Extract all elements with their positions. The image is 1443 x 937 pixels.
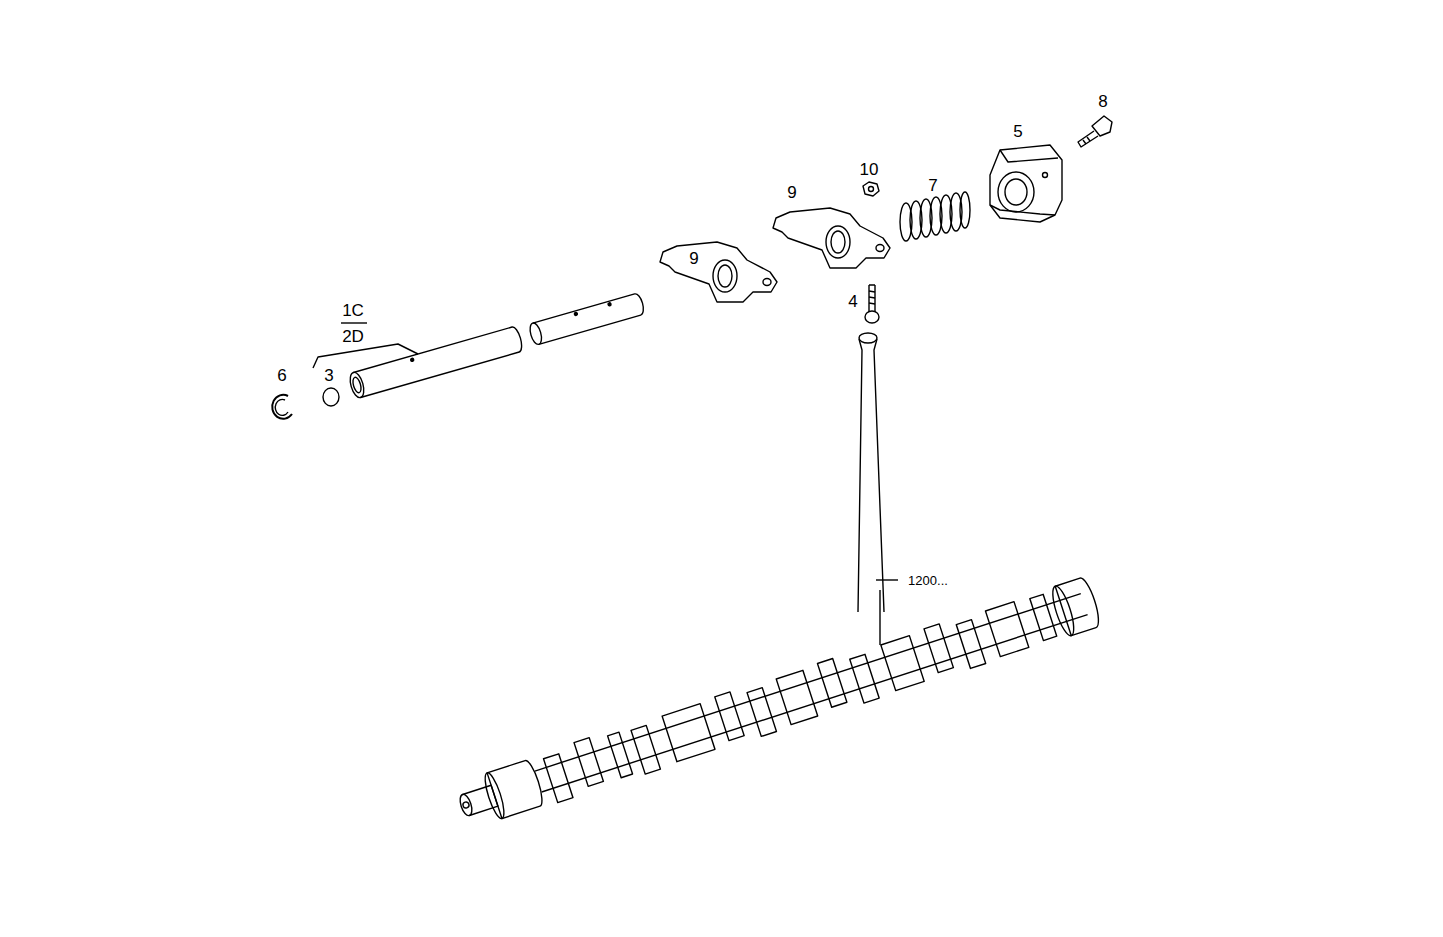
leader-line: [876, 579, 898, 580]
callout-number: 5: [1012, 123, 1023, 140]
shaft-bracket: [990, 145, 1062, 222]
fraction-bar: [341, 322, 367, 323]
callout-number: 9: [688, 250, 699, 267]
callout-number: 2D: [341, 328, 365, 345]
callout-number: 9: [786, 184, 797, 201]
pushrod: [858, 333, 884, 645]
rocker-arm: [660, 242, 777, 302]
nut-hole: [869, 187, 874, 192]
callout-number: 7: [927, 177, 938, 194]
callout-number: 8: [1097, 93, 1108, 110]
callout-number: 6: [276, 367, 287, 384]
bolt: [1078, 116, 1112, 147]
callout-number: 1C: [341, 302, 365, 319]
part-reference: 1200...: [907, 574, 949, 587]
nut: [863, 182, 879, 196]
callout-number: 10: [859, 161, 880, 178]
circlip: [272, 395, 292, 419]
callout-number: 4: [847, 293, 858, 310]
adjusting-screw: [865, 285, 879, 323]
circlip-inner: [275, 399, 288, 415]
plug: [323, 388, 339, 406]
leader-line: [313, 344, 418, 368]
callout-number: 3: [323, 367, 334, 384]
rocker-arm: [773, 208, 890, 268]
spring: [900, 192, 970, 241]
camshaft: [453, 576, 1102, 831]
